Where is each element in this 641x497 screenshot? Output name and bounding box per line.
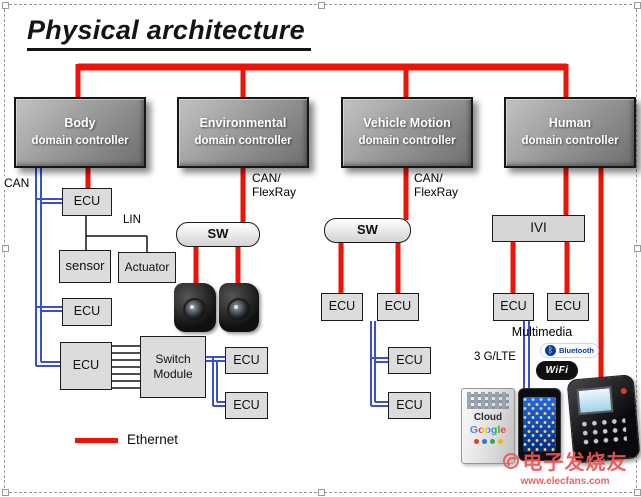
- bus-label-line: FlexRay: [414, 185, 459, 200]
- sw-box-environmental: SW: [176, 222, 260, 247]
- ecu-box: ECU: [225, 392, 268, 419]
- controller-name: Body: [64, 115, 96, 130]
- camera-image: [219, 283, 259, 332]
- selection-handle: [634, 245, 641, 252]
- multimedia-label: Multimedia: [511, 325, 573, 339]
- camera-glint: [234, 304, 239, 309]
- environmental-domain-controller: Environmental domain controller: [177, 97, 309, 168]
- bluetooth-badge: ᛒ Bluetooth: [540, 343, 599, 358]
- env-can-flexray-label: CAN/ FlexRay: [250, 171, 298, 200]
- can-bus-lines: [35, 168, 530, 407]
- smartphone-screen: [523, 397, 556, 452]
- ivi-box: IVI: [492, 215, 585, 242]
- diagnostic-device-screen: [576, 386, 614, 416]
- ethernet-lines: [75, 63, 604, 388]
- bus-label-line: CAN/: [252, 171, 281, 185]
- google-logo: Google: [469, 424, 507, 436]
- page-title: Physical architecture: [27, 15, 311, 51]
- watermark-spiral-icon: [502, 452, 519, 469]
- diagnostic-device-keys: [579, 416, 628, 446]
- camera-lens: [227, 298, 251, 323]
- cloud-server-image: Cloud Google: [461, 388, 515, 464]
- cloud-label: Cloud: [473, 412, 503, 423]
- switch-module-line: Module: [153, 367, 193, 381]
- controller-name: Environmental: [199, 115, 287, 130]
- ecu-box: ECU: [388, 347, 431, 374]
- camera-image: [174, 283, 216, 332]
- watermark-url: www.elecfans.com: [520, 476, 610, 487]
- smartphone-image: [518, 388, 561, 461]
- ecu-box: ECU: [377, 293, 419, 321]
- ecu-box: ECU: [225, 347, 268, 374]
- vm-can-flexray-label: CAN/ FlexRay: [412, 171, 460, 200]
- ecu-box: ECU: [62, 298, 112, 326]
- controller-name: Vehicle Motion: [363, 115, 451, 130]
- bluetooth-label: Bluetooth: [559, 346, 594, 355]
- controller-name: Human: [548, 115, 592, 130]
- ethernet-legend-label: Ethernet: [127, 432, 179, 447]
- ecu-box: ECU: [493, 293, 534, 321]
- vehicle-motion-domain-controller: Vehicle Motion domain controller: [341, 97, 473, 168]
- camera-glint: [189, 304, 194, 309]
- selection-handle: [2, 489, 9, 496]
- can-bus-label: CAN: [2, 176, 32, 191]
- lin-bus-label: LIN: [121, 214, 143, 228]
- bus-label-line: FlexRay: [252, 185, 297, 200]
- server-windows: [467, 392, 509, 409]
- service-logos: [473, 439, 503, 444]
- actuator-box: Actuator: [118, 252, 176, 283]
- bus-label-line: CAN/: [414, 171, 443, 185]
- ethernet-legend-line: [75, 438, 118, 443]
- switch-module-box: Switch Module: [140, 336, 206, 398]
- controller-subtitle: domain controller: [358, 135, 456, 148]
- controller-subtitle: domain controller: [521, 135, 619, 148]
- ecu-box: ECU: [547, 293, 589, 321]
- wifi-label: WiFi: [545, 365, 569, 376]
- bluetooth-icon: ᛒ: [545, 345, 556, 356]
- ecu-box: ECU: [388, 392, 431, 419]
- switch-module-line: Switch: [155, 352, 191, 366]
- selection-handle: [2, 245, 9, 252]
- controller-subtitle: domain controller: [194, 135, 292, 148]
- sensor-box: sensor: [59, 250, 111, 283]
- selection-handle: [2, 2, 9, 9]
- ecu-box: ECU: [321, 293, 363, 321]
- diagnostic-device-logo-dot: [620, 387, 627, 395]
- ecu-box: ECU: [62, 188, 112, 216]
- selection-handle: [634, 2, 641, 9]
- selection-handle: [318, 2, 325, 9]
- selection-handle: [634, 489, 641, 496]
- watermark-brand: 电子发烧友: [522, 452, 628, 474]
- human-domain-controller: Human domain controller: [504, 97, 636, 168]
- watermark: 电子发烧友 www.elecfans.com: [491, 446, 639, 487]
- wifi-badge: WiFi: [536, 361, 578, 380]
- sw-box-vehicle-motion: SW: [324, 218, 411, 243]
- lin-lines: [85, 216, 148, 252]
- controller-subtitle: domain controller: [31, 135, 129, 148]
- ecu-box: ECU: [60, 342, 112, 390]
- network-3g-lte-label: 3 G/LTE: [474, 351, 516, 363]
- camera-lens: [183, 298, 207, 323]
- harness-hatch-lines: [112, 345, 140, 389]
- watermark-row: 电子发烧友: [491, 446, 639, 475]
- selection-handle: [318, 489, 325, 496]
- body-domain-controller: Body domain controller: [14, 97, 146, 168]
